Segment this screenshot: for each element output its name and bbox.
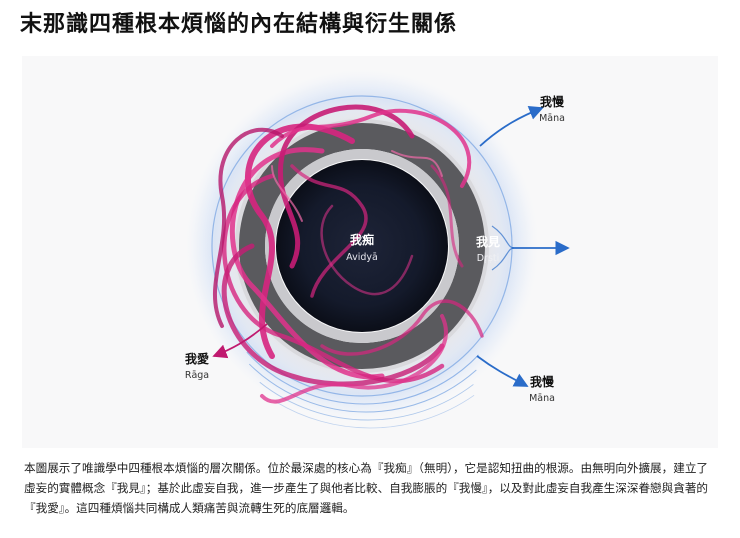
drsti-arrow-right xyxy=(491,225,570,271)
avidya-core xyxy=(276,160,448,332)
mana-top-label-en: Māna xyxy=(539,113,565,124)
raga-tendrils xyxy=(213,104,484,404)
mana-arrow-bottom xyxy=(476,355,529,387)
core-label-en: Avidyā xyxy=(346,252,378,263)
core-label-zh: 我痴 xyxy=(350,232,374,247)
drsti-label-en: Dṛṣṭi xyxy=(477,253,500,264)
mana-arrow-top xyxy=(479,105,544,147)
mana-top-label-zh: 我慢 xyxy=(540,94,565,109)
mana-bottom-label-en: Māna xyxy=(529,393,555,404)
raga-label-en: Rāga xyxy=(185,370,209,381)
raga-label-zh: 我愛 xyxy=(185,351,209,366)
page-title: 末那識四種根本煩惱的內在結構與衍生關係 xyxy=(20,12,458,37)
diagram-figure: 我痴 Avidyā 我見 Dṛṣṭi 我慢 Māna 我慢 Māna 我愛 Rā… xyxy=(22,56,718,448)
mana-bottom-label-zh: 我慢 xyxy=(530,374,555,389)
figure-caption: 本圖展示了唯識學中四種根本煩惱的層次關係。位於最深處的核心為『我痴』（無明），它… xyxy=(24,461,709,515)
drsti-label-zh: 我見 xyxy=(476,234,500,249)
afflictions-diagram: 我痴 Avidyā 我見 Dṛṣṭi 我慢 Māna 我慢 Māna 我愛 Rā… xyxy=(182,63,570,429)
raga-arrow-left xyxy=(212,323,268,359)
